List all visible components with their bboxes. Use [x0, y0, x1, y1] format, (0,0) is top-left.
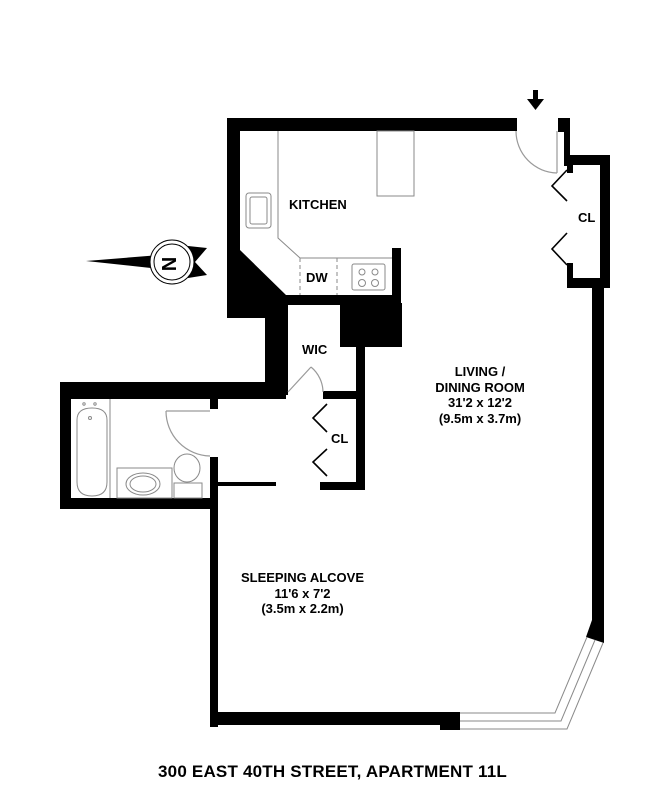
sleeping-dims-m: (3.5m x 2.2m): [261, 601, 344, 617]
room-label-sleeping: SLEEPING ALCOVE 11'6 x 7'2 (3.5m x 2.2m): [235, 570, 370, 617]
room-label-kitchen: KITCHEN: [289, 197, 347, 212]
compass-north-icon: [86, 239, 207, 285]
room-label-wic: WIC: [302, 342, 328, 357]
sleeping-name: SLEEPING ALCOVE: [240, 570, 365, 585]
bay-window: [460, 636, 604, 730]
bathtub-icon: [76, 402, 108, 497]
living-name-line1: LIVING /: [454, 364, 506, 379]
bathroom-door[interactable]: [165, 410, 211, 457]
room-label-dishwasher: DW: [306, 270, 328, 285]
wic-door[interactable]: [287, 366, 324, 393]
toilet-icon: [173, 453, 203, 499]
living-dims-m: (9.5m x 3.7m): [438, 410, 522, 426]
arrow-down-icon: [527, 90, 544, 110]
compass-label: N: [159, 256, 182, 272]
living-name-line2: DINING ROOM: [435, 379, 525, 395]
bathroom-sink-icon: [125, 472, 161, 496]
sink-icon: [245, 192, 272, 229]
room-label-hall-closet: CL: [331, 431, 349, 446]
entry-door[interactable]: [515, 130, 558, 174]
room-label-entry-closet: CL: [578, 210, 596, 225]
plan-title: 300 EAST 40TH STREET, APARTMENT 11L: [158, 762, 507, 781]
kitchen-fixtures: [245, 130, 415, 295]
sleeping-dims-ft: 11'6 x 7'2: [274, 585, 331, 601]
hall-closet-doors[interactable]: [311, 403, 328, 477]
room-label-living: LIVING / DINING ROOM 31'2 x 12'2 (9.5m x…: [430, 364, 530, 426]
bathroom-fixtures: [76, 399, 211, 499]
entry-closet-doors[interactable]: [550, 169, 568, 266]
stove-icon: [351, 263, 386, 291]
walls: [60, 118, 610, 730]
living-dims-ft: 31'2 x 12'2: [447, 395, 513, 411]
